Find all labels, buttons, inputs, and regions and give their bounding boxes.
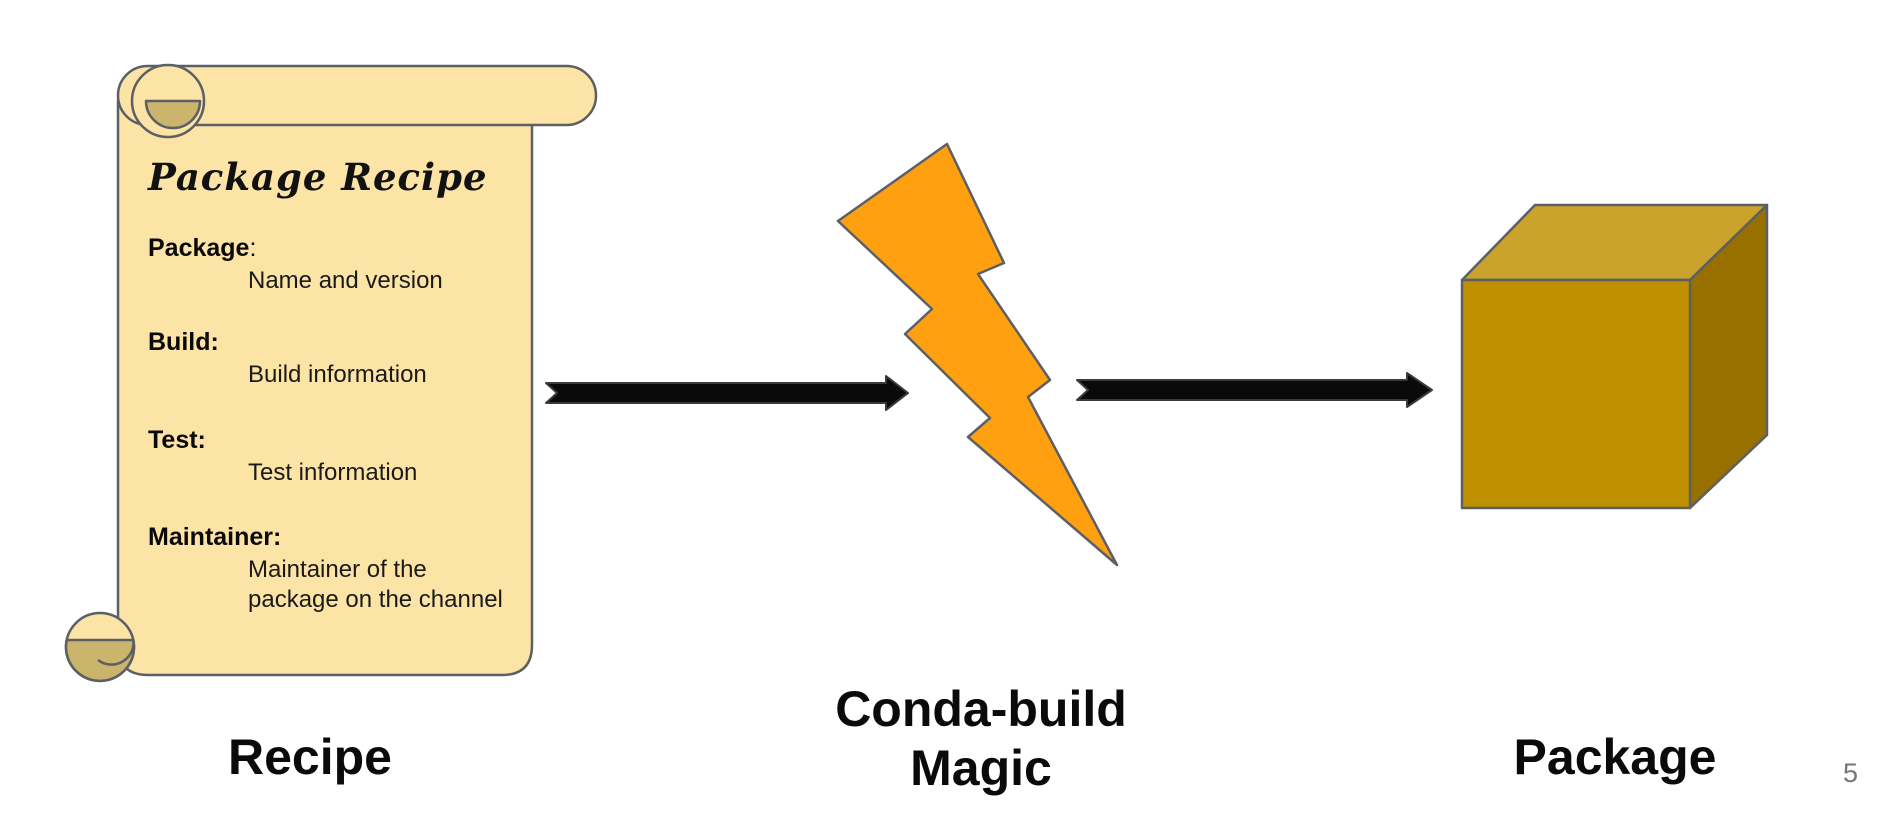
flow-arrow-right	[1076, 372, 1433, 408]
scroll-bottom-curl-spiral	[97, 639, 135, 666]
recipe-field-build-desc: Build information	[248, 361, 427, 388]
slide-page-number: 5	[1843, 758, 1859, 788]
recipe-field-test-term: Test:	[148, 426, 206, 454]
recipe-field-maintainer-desc: Maintainer of the package on the channel	[248, 556, 503, 613]
flow-arrow-left	[545, 375, 909, 411]
caption-package: Package	[1513, 729, 1717, 785]
recipe-field-package-colon: :	[249, 234, 257, 262]
scroll-title: Package Recipe	[148, 155, 488, 199]
caption-recipe: Recipe	[228, 729, 392, 785]
recipe-scroll-shape	[64, 63, 598, 683]
recipe-field-maintainer: Maintainer:	[148, 523, 281, 552]
package-cube-icon	[1460, 203, 1769, 510]
recipe-field-package: Package:	[148, 234, 256, 263]
recipe-field-test-desc: Test information	[248, 459, 418, 486]
recipe-field-build: Build:	[148, 328, 219, 357]
recipe-field-package-term: Package	[148, 234, 250, 262]
recipe-field-maintainer-term: Maintainer:	[148, 523, 282, 551]
scroll-top-roll	[116, 64, 598, 127]
recipe-field-build-term: Build:	[148, 328, 219, 356]
caption-conda-build-magic: Conda-build Magic	[835, 681, 1127, 796]
cube-front-face	[1460, 278, 1692, 510]
scroll-top-curl-shade	[144, 99, 202, 130]
lightning-bolt-icon	[836, 142, 1119, 567]
recipe-field-package-desc: Name and version	[248, 267, 443, 294]
recipe-field-test: Test:	[148, 426, 206, 455]
